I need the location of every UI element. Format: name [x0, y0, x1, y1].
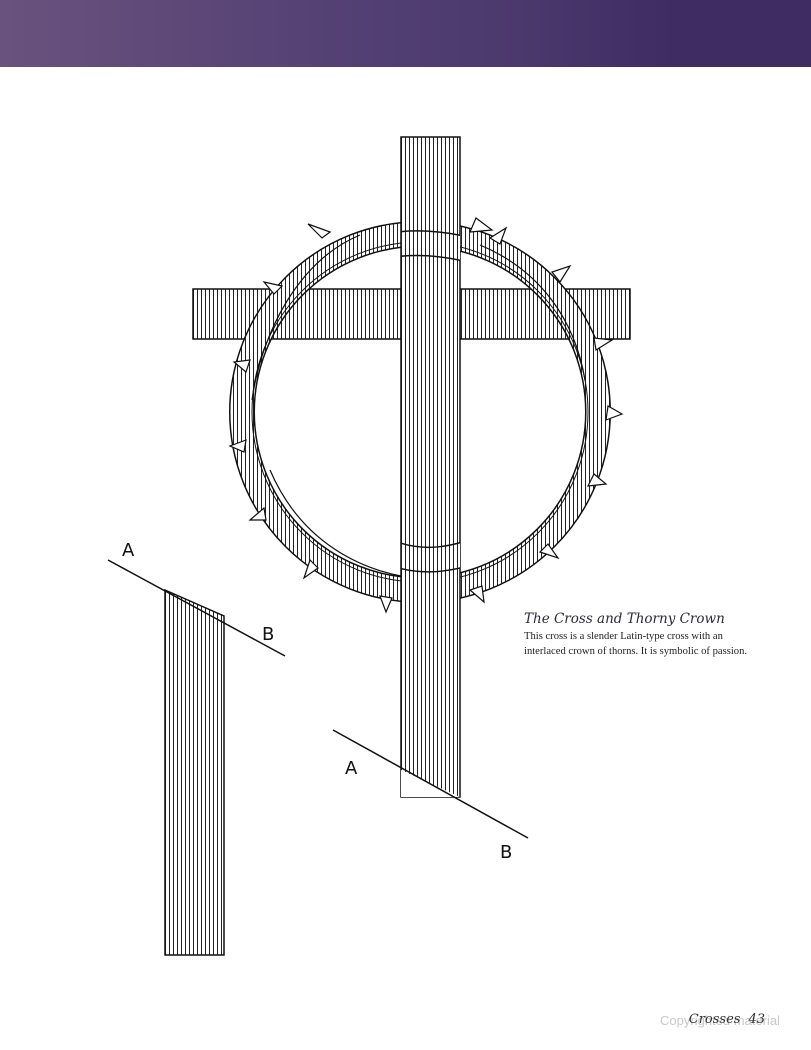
label-b-left: B	[262, 624, 274, 645]
label-a-right: A	[345, 758, 358, 779]
detail-post-left	[107, 559, 286, 956]
thorn-crown-overlap	[401, 230, 460, 573]
header-segment	[183, 0, 366, 67]
caption-body: This cross is a slender Latin-type cross…	[524, 631, 748, 657]
header-segment	[0, 0, 183, 67]
header-band	[0, 0, 811, 67]
caption-title: The Cross and Thorny Crown	[524, 611, 725, 627]
header-segment	[521, 0, 676, 67]
label-b-right: B	[500, 842, 512, 863]
page-footer: Crosses 43	[689, 1012, 765, 1027]
footer-section-name: Crosses	[688, 1012, 741, 1027]
label-a-left: A	[122, 540, 135, 561]
watermark: Copyrighted material	[660, 1013, 780, 1028]
page-number: 43	[748, 1012, 765, 1027]
cut-line-right	[332, 729, 529, 839]
header-segment	[676, 0, 811, 67]
thorn-spikes	[228, 217, 624, 614]
header-segment	[366, 0, 521, 67]
caption: The Cross and Thorny Crown This cross is…	[524, 611, 764, 659]
